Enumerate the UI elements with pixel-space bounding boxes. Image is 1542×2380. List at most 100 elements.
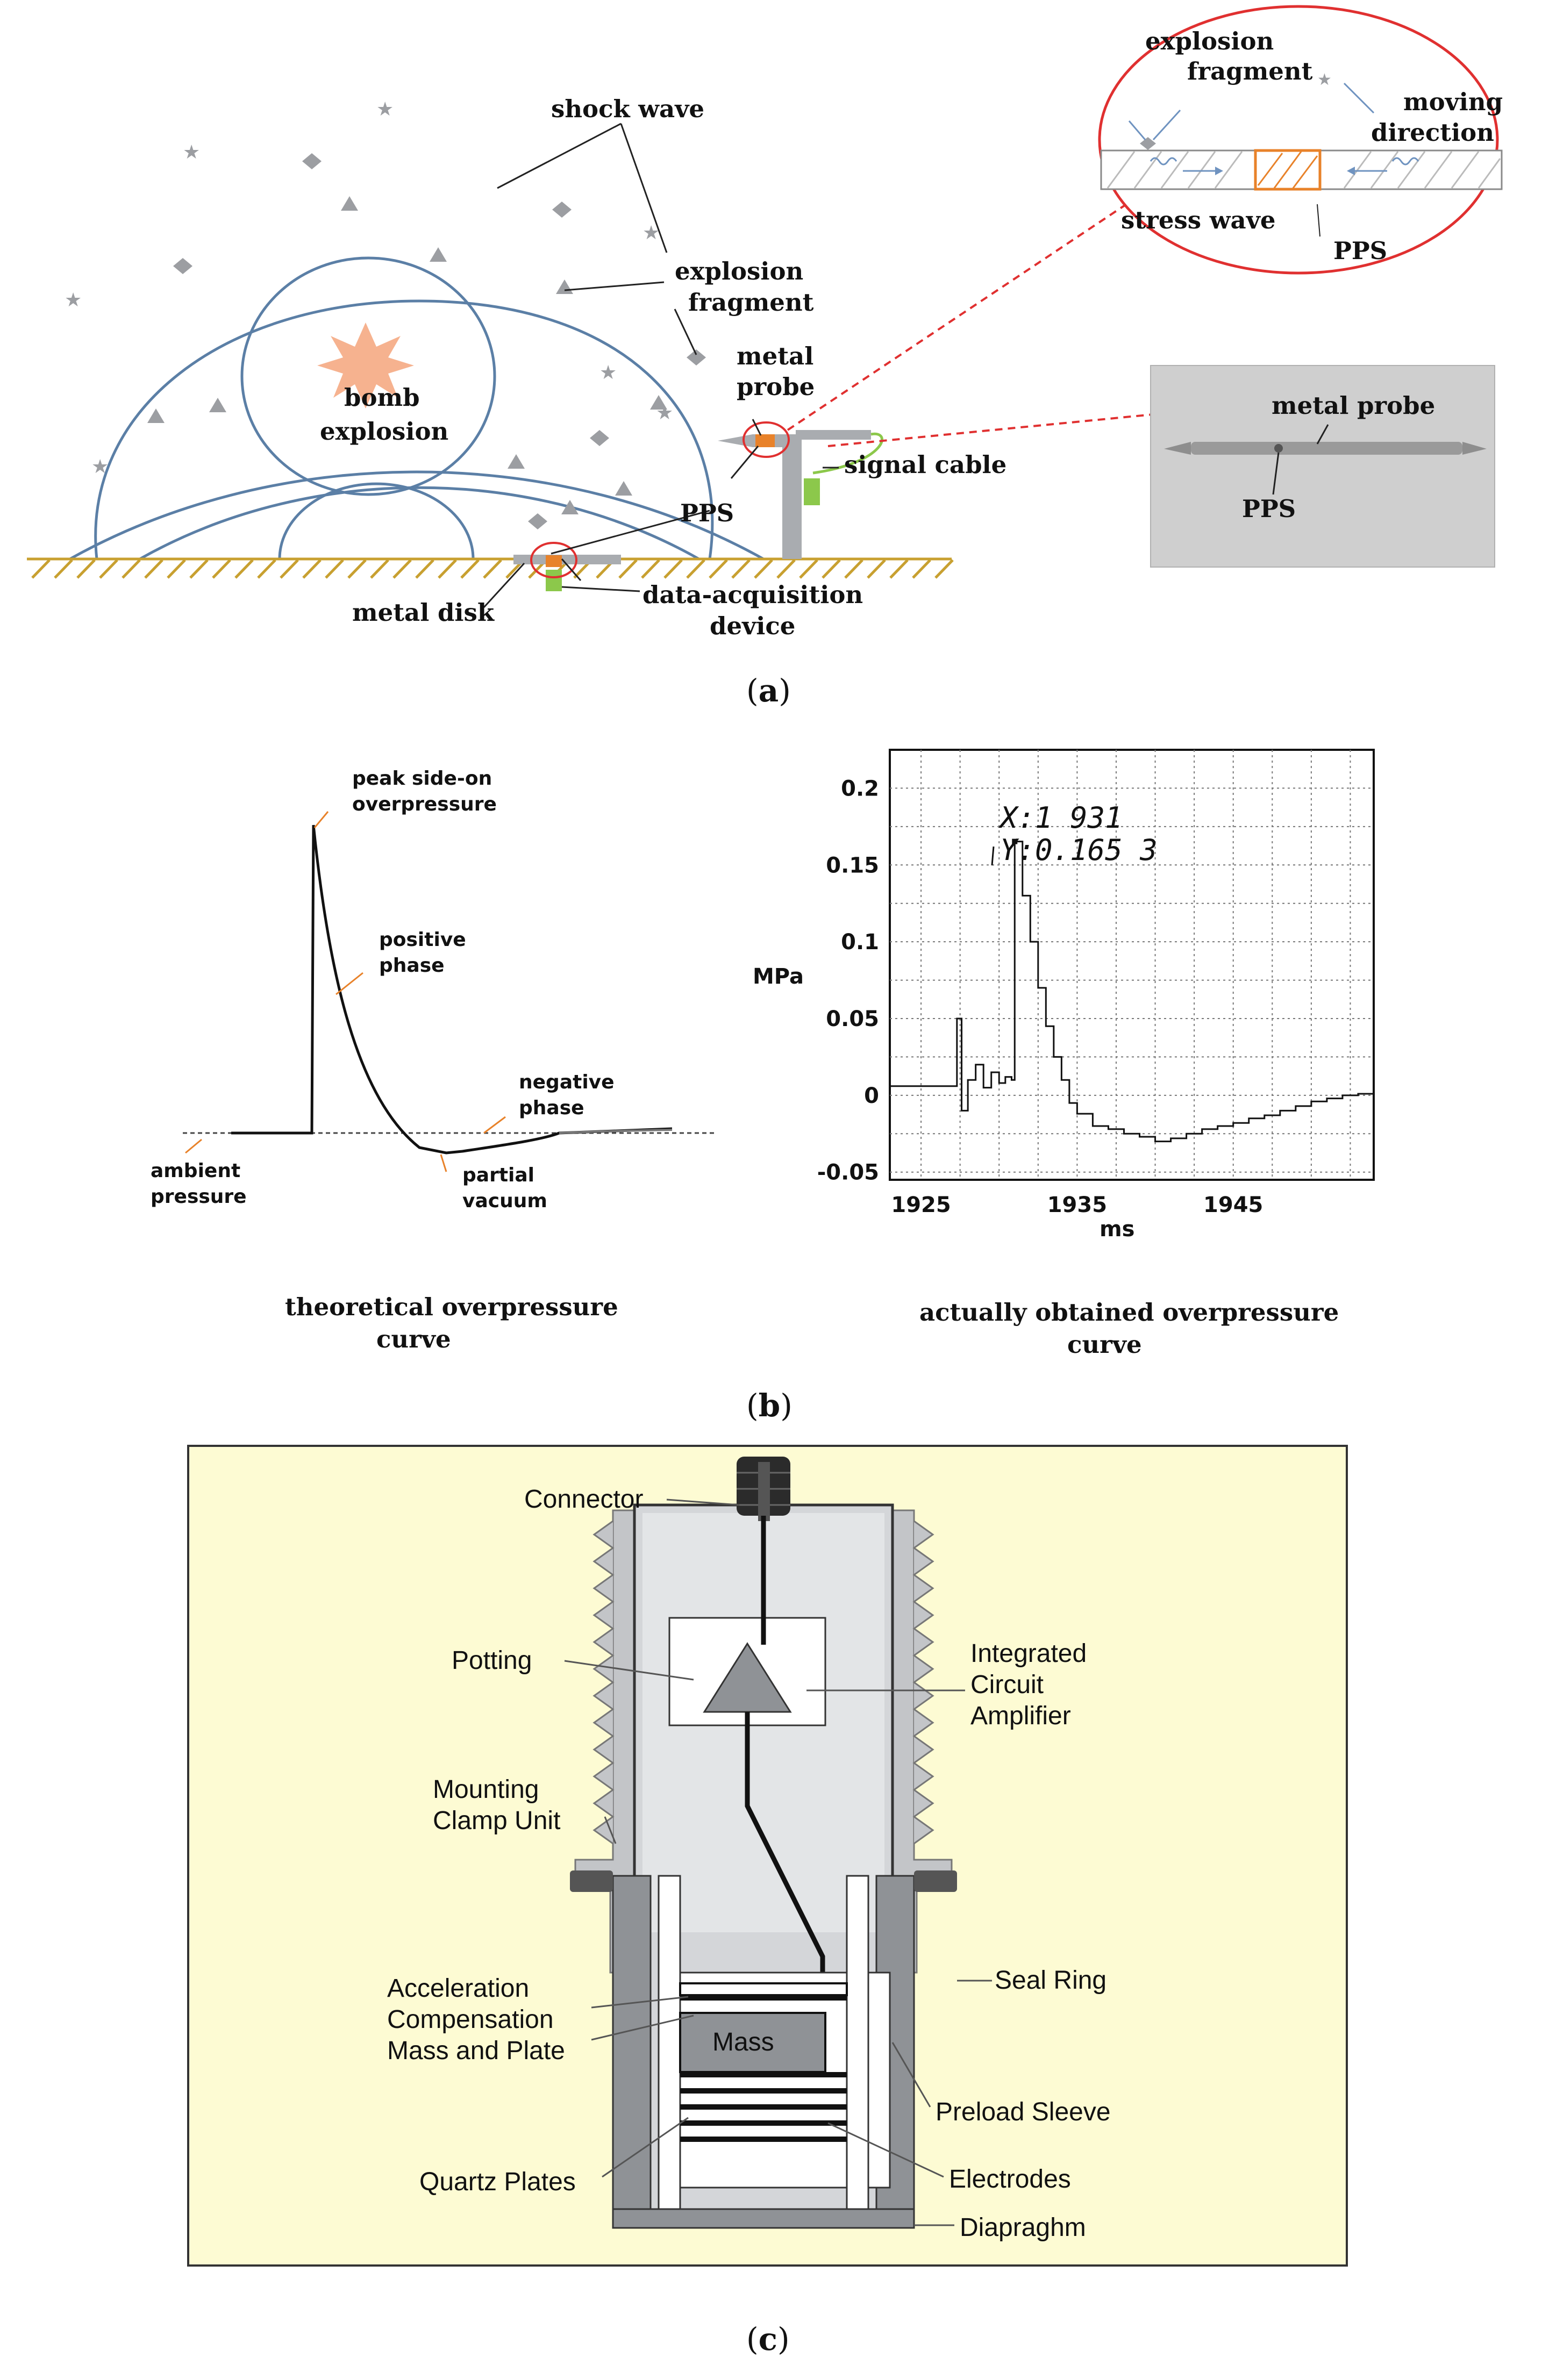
explosion-fragment-markers: ★ ★ ★ ★ ★ ★ ★ <box>65 98 706 529</box>
chart-y-tick-label: 0.1 <box>841 930 879 955</box>
label-peak-1: peak side-on <box>352 768 492 790</box>
shock-wave-rings <box>69 256 765 561</box>
leader-lines <box>483 123 839 608</box>
svg-text:★: ★ <box>183 141 200 163</box>
label-accel-2: Compensation <box>387 2005 554 2034</box>
inset-label-moving-1: moving <box>1403 88 1503 116</box>
svg-text:★: ★ <box>91 456 109 478</box>
label-accel-1: Acceleration <box>387 1974 529 2003</box>
connector <box>737 1457 790 1521</box>
inset-label-direction-2: direction <box>1371 118 1494 147</box>
label-signal-cable: signal cable <box>844 450 1006 479</box>
metal-probe-photo: metal probe PPS <box>1150 365 1495 568</box>
label-pps: PPS <box>680 499 734 527</box>
label-daq-1: data-acquisition <box>642 580 863 609</box>
caption-a: (a) <box>746 672 791 709</box>
panel-c: Connector Potting Integrated Circuit Amp… <box>187 1445 1348 2357</box>
label-negative-1: negative <box>519 1071 615 1093</box>
panel-b: peak side-on overpressure positive phase… <box>151 749 1375 1424</box>
inset-label-stress-wave: stress wave <box>1121 206 1275 234</box>
label-daq-2: device <box>710 612 795 640</box>
inset-label-fragment-2: fragment <box>1187 57 1313 85</box>
caption-theoretical-1: theoretical overpressure <box>285 1293 618 1321</box>
svg-text:★: ★ <box>599 362 617 384</box>
label-preload-sleeve: Preload Sleeve <box>936 2098 1111 2126</box>
chart-annotation-leader <box>991 846 995 866</box>
label-metal-probe-1: metal <box>737 342 813 370</box>
caption-b-letter: b <box>759 1387 781 1424</box>
label-connector: Connector <box>524 1485 643 1514</box>
panel-c-leaders <box>564 1499 992 2226</box>
chart-frame <box>889 749 1375 1181</box>
chart-ylabel: MPa <box>753 964 804 989</box>
label-metal-probe-2: probe <box>737 372 815 401</box>
caption-a-letter: a <box>759 672 779 709</box>
label-ambient-1: ambient <box>151 1160 240 1182</box>
chart-y-tick-label: 0 <box>864 1084 879 1108</box>
label-diaphragm: Diapraghm <box>960 2213 1086 2242</box>
label-mount-1: Mounting <box>433 1775 539 1804</box>
chart-x-tick-label: 1925 <box>891 1193 951 1217</box>
label-peak-2: overpressure <box>352 793 497 815</box>
label-potting: Potting <box>452 1646 532 1675</box>
chart-annotation-x: X:1 931 <box>998 801 1123 835</box>
bomb-burst-icon <box>317 322 414 408</box>
caption-theoretical-2: curve <box>376 1325 451 1353</box>
chart-annotation-y: Y:0.165 3 <box>1000 833 1158 867</box>
label-explosion-fragment-2: fragment <box>688 288 814 317</box>
label-vacuum-1: partial <box>462 1164 534 1186</box>
label-ic-3: Amplifier <box>970 1702 1071 1730</box>
chart-x-tick-label: 1945 <box>1203 1193 1263 1217</box>
panel-a: ★ ★ ★ ★ ★ ★ ★ <box>27 5 1503 709</box>
diaphragm <box>612 2208 915 2229</box>
chart-y-tick-label: 0.2 <box>841 776 879 801</box>
chart-y-tick-label: 0.05 <box>826 1007 879 1031</box>
photo-label-metal-probe: metal probe <box>1272 391 1435 420</box>
label-ambient-2: pressure <box>151 1186 247 1208</box>
inset-label-pps: PPS <box>1333 236 1387 265</box>
mass-block <box>679 2012 826 2073</box>
svg-text:★: ★ <box>1317 70 1332 89</box>
seal-ring-left <box>570 1870 613 1892</box>
svg-text:★: ★ <box>376 98 394 120</box>
label-bomb-2: explosion <box>320 417 448 446</box>
label-shock-wave: shock wave <box>551 95 704 123</box>
label-vacuum-2: vacuum <box>462 1190 547 1212</box>
pps-devices <box>513 421 883 591</box>
label-mount-2: Clamp Unit <box>433 1806 560 1835</box>
actual-chart: 0.2 0.15 0.1 0.05 0 -0.05 1925 1935 1945 X:1 931… <box>753 749 1375 1242</box>
label-accel-3: Mass and Plate <box>387 2037 565 2065</box>
chart-xlabel: ms <box>1100 1217 1135 1242</box>
chart-ticks: 0.2 0.15 0.1 0.05 0 -0.05 1925 1935 1945 <box>817 776 1263 1217</box>
label-metal-disk: metal disk <box>352 598 495 627</box>
label-explosion-fragment-1: explosion <box>675 257 803 285</box>
label-bomb-1: bomb <box>344 383 420 412</box>
label-negative-2: phase <box>519 1097 584 1119</box>
label-positive-2: phase <box>379 955 445 977</box>
inset-label-explosion-1: explosion <box>1145 27 1274 55</box>
caption-actual-2: curve <box>1067 1330 1142 1359</box>
chart-y-tick-label: 0.15 <box>826 853 879 878</box>
photo-label-pps: PPS <box>1242 494 1296 523</box>
caption-actual-1: actually obtained overpressure <box>919 1298 1339 1327</box>
caption-c: (c) <box>746 2321 790 2357</box>
label-ic-1: Integrated <box>970 1639 1087 1668</box>
chart-grid <box>890 750 1374 1180</box>
ground <box>27 557 954 579</box>
label-electrodes: Electrodes <box>949 2165 1071 2193</box>
svg-text:★: ★ <box>65 289 82 311</box>
internal-stack <box>658 1875 891 2210</box>
caption-c-letter: c <box>759 2321 777 2357</box>
label-positive-1: positive <box>379 929 466 951</box>
theoretical-curve: peak side-on overpressure positive phase… <box>151 768 715 1212</box>
zoom-connectors <box>787 192 1159 447</box>
seal-ring-right <box>914 1870 957 1892</box>
chart-series-line <box>890 841 1375 1143</box>
chart-x-tick-label: 1935 <box>1047 1193 1107 1217</box>
label-quartz-plates: Quartz Plates <box>419 2168 576 2196</box>
caption-b: (b) <box>746 1387 793 1424</box>
label-ic-2: Circuit <box>970 1671 1044 1699</box>
chart-y-tick-label: -0.05 <box>817 1160 879 1185</box>
label-mass: Mass <box>712 2028 774 2056</box>
inset-circle: ★ explosion fragment moving direction st… <box>1098 5 1503 275</box>
